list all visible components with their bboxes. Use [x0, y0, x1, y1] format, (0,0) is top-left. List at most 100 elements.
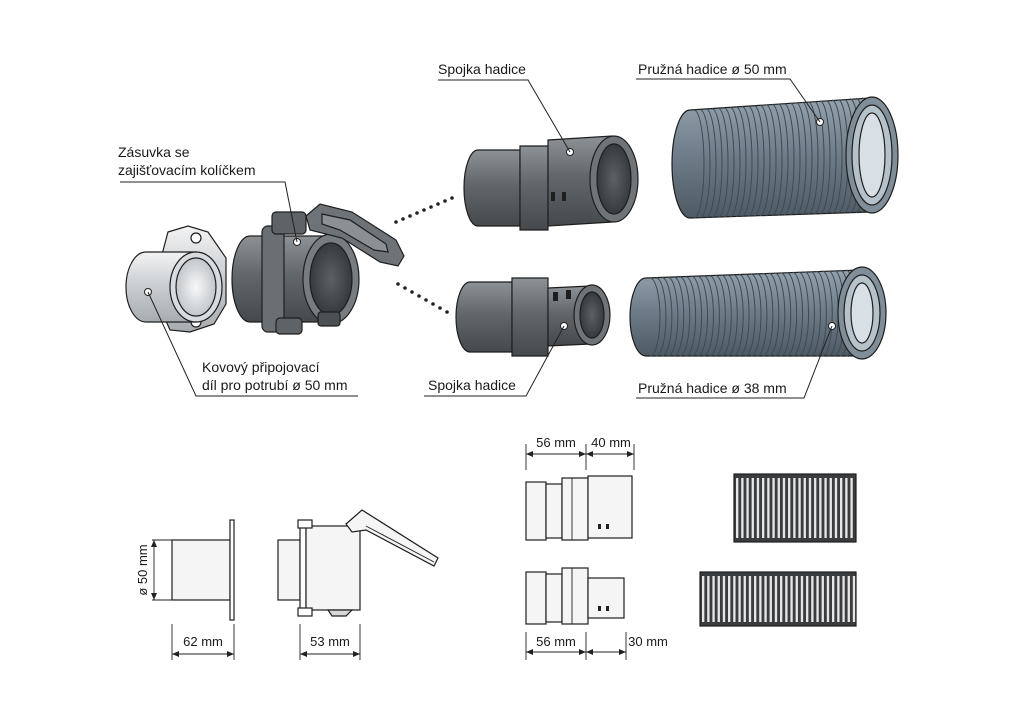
- hose-rib: [825, 100, 837, 214]
- hose-rib: [699, 109, 711, 219]
- hose-coupling-bottom: [455, 277, 611, 357]
- hose-rib: [816, 576, 819, 622]
- hose-rib: [728, 576, 731, 622]
- hose-rib: [842, 576, 845, 622]
- hose-rib: [717, 107, 729, 218]
- hose-rib: [711, 108, 723, 218]
- hose-rib: [741, 478, 744, 538]
- hose-rib: [759, 104, 771, 217]
- hose-rib: [768, 272, 780, 357]
- hose-rib: [826, 576, 830, 622]
- hose-rib: [735, 106, 747, 217]
- hose-rib: [777, 103, 789, 216]
- hose-rib: [753, 105, 765, 217]
- hose-rib: [795, 102, 807, 215]
- flexible-hose-38mm: [629, 266, 887, 360]
- hose-rib: [847, 576, 850, 622]
- flexible-hose-50mm: [671, 96, 899, 219]
- hose-rib: [756, 478, 760, 538]
- connection-dots: [394, 196, 454, 314]
- hose-rib: [780, 576, 783, 622]
- hose-rib: [801, 101, 813, 215]
- hose-rib: [764, 576, 767, 622]
- hose-rib: [803, 478, 806, 538]
- hose-rib: [721, 274, 732, 357]
- dim-coupling-bottom-left: 56 mm: [536, 634, 576, 649]
- hose-rib: [736, 478, 739, 538]
- hose-rib: [819, 478, 822, 538]
- hose-rib: [798, 271, 809, 357]
- label-socket-line2: zajišťovacím kolíčkem: [118, 162, 256, 178]
- hose-rib: [819, 100, 831, 214]
- hose-rib: [702, 576, 705, 622]
- hose-rib: [655, 277, 667, 357]
- hose-rib: [685, 276, 697, 357]
- dim-coupling-top-right: 40 mm: [591, 435, 631, 450]
- dim-coupling-bottom-right: 30 mm: [628, 634, 668, 649]
- leader-lines: [120, 78, 833, 399]
- hose-rib: [792, 271, 804, 357]
- hose-rib: [738, 576, 741, 622]
- hose-rib: [777, 478, 780, 538]
- hose-rib: [733, 576, 736, 622]
- hose-rib: [727, 274, 738, 357]
- hose-rib: [691, 275, 703, 357]
- hose-rib: [750, 273, 762, 357]
- hose-rib: [741, 106, 753, 217]
- hose-rib: [832, 576, 835, 622]
- hose-rib: [697, 275, 708, 357]
- hose-50mm-side-view: [733, 473, 857, 543]
- hose-rib: [747, 105, 759, 217]
- label-coupling-top: Spojka hadice: [438, 61, 526, 77]
- dim-coupling-top-left: 56 mm: [536, 435, 576, 450]
- dim-pipe-length: 62 mm: [183, 634, 223, 649]
- hose-rib: [772, 478, 775, 538]
- hose-rib: [780, 272, 792, 357]
- hose-rib: [782, 478, 786, 538]
- hose-rib: [754, 576, 757, 622]
- hose-rib: [759, 576, 762, 622]
- hose-rib: [824, 478, 827, 538]
- hose-rib: [790, 576, 793, 622]
- hose-rib: [795, 576, 798, 622]
- hose-rib: [806, 576, 809, 622]
- hose-rib: [762, 273, 774, 357]
- hose-rib: [829, 478, 832, 538]
- hose-rib: [751, 478, 754, 538]
- hose-rib: [673, 276, 685, 357]
- hose-rib: [717, 576, 720, 622]
- hose-rib: [693, 109, 705, 219]
- hose-rib: [816, 270, 827, 357]
- hose-rib: [667, 276, 679, 357]
- hose-rib: [709, 275, 720, 357]
- hose-rib: [733, 274, 744, 357]
- hose-rib: [679, 276, 691, 357]
- hose-rib: [705, 108, 717, 219]
- hose-rib: [746, 478, 749, 538]
- hose-rib: [837, 576, 840, 622]
- hose-rib: [767, 478, 770, 538]
- hose-rib: [810, 271, 821, 357]
- hose-rib: [756, 273, 768, 357]
- hose-rib: [715, 274, 726, 357]
- hose-rib: [723, 107, 735, 218]
- hose-rib: [729, 106, 741, 218]
- hose-rib: [771, 103, 783, 216]
- hose-rib: [712, 576, 715, 622]
- label-socket-line1: Zásuvka se: [118, 144, 190, 160]
- hose-rib: [703, 275, 714, 357]
- hose-rib: [783, 103, 795, 216]
- hose-rib: [813, 100, 825, 215]
- hose-rib: [850, 478, 853, 538]
- hose-rib: [762, 478, 765, 538]
- label-coupling-bottom: Spojka hadice: [428, 377, 516, 393]
- hose-rib: [840, 478, 843, 538]
- hose-rib: [808, 478, 812, 538]
- metal-pipe-connector: [125, 225, 227, 333]
- hose-rib: [707, 576, 710, 622]
- label-pipe-line1: Kovový připojovací: [202, 359, 320, 375]
- hose-rib: [649, 277, 661, 357]
- hose-rib: [852, 576, 856, 622]
- dim-pipe-diameter: ø 50 mm: [135, 544, 150, 595]
- hose-rib: [661, 277, 673, 357]
